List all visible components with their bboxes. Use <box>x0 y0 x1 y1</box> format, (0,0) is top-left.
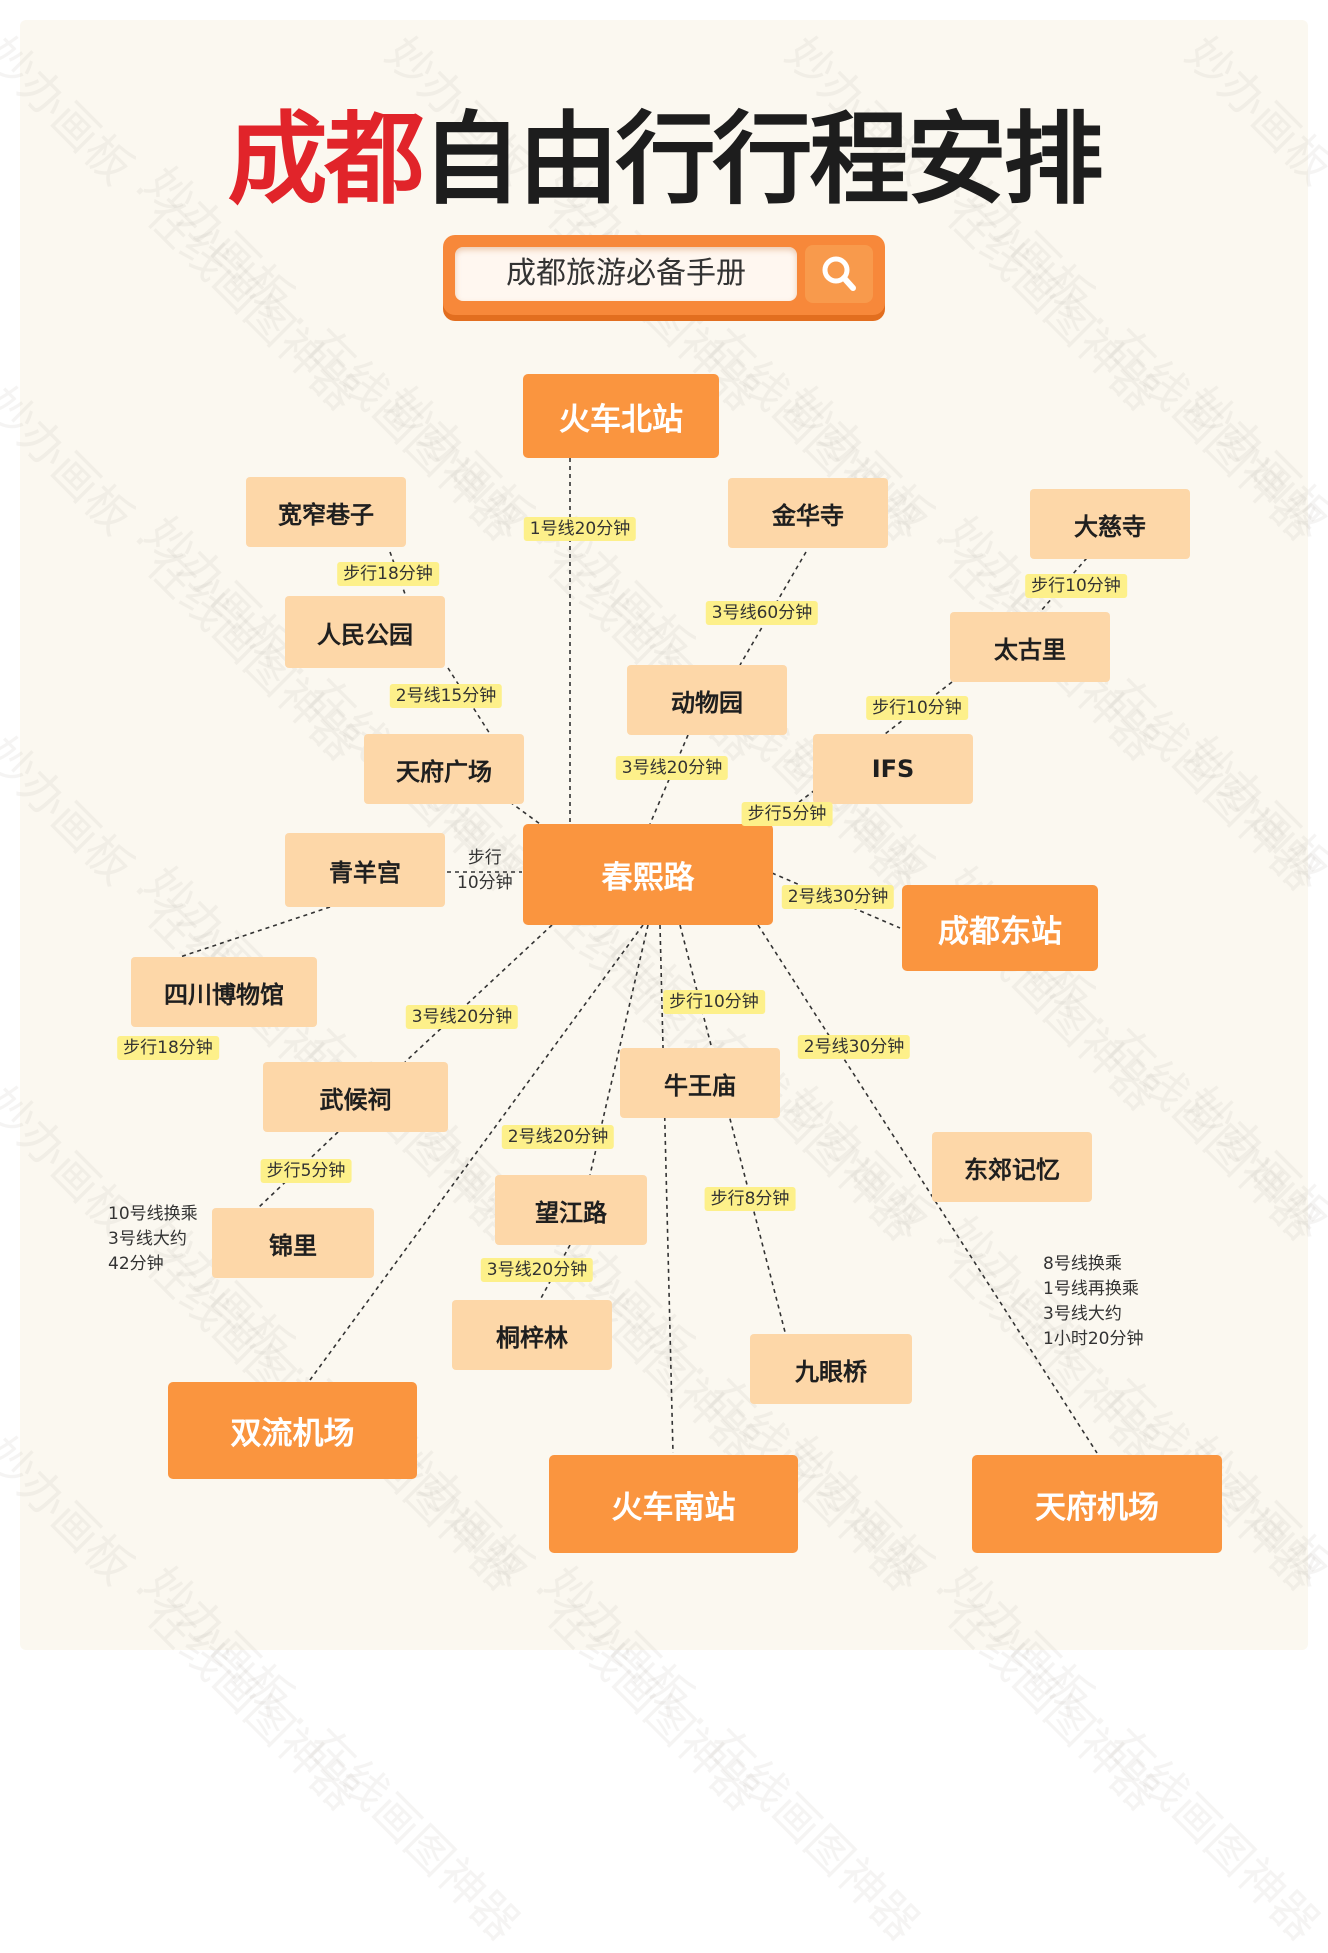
node-dongzhan: 成都东站 <box>902 885 1098 971</box>
node-tianfu-jichang: 天府机场 <box>972 1455 1222 1553</box>
node-dongjiao: 东郊记忆 <box>932 1132 1092 1202</box>
tag-route: 3号线20分钟 <box>405 1005 519 1029</box>
node-bowuguan: 四川博物馆 <box>131 957 317 1027</box>
node-dongwuyuan: 动物园 <box>627 665 787 735</box>
tag-route: 3号线60分钟 <box>705 601 819 625</box>
node-wuhou: 武候祠 <box>263 1062 448 1132</box>
link-chunxi-huochenan <box>659 924 674 1454</box>
note-qingyang-walk: 步行 10分钟 <box>457 848 513 893</box>
tag-route: 步行5分钟 <box>260 1159 352 1183</box>
search-bar[interactable]: 成都旅游必备手册 <box>443 235 885 315</box>
tag-route: 步行10分钟 <box>866 696 968 720</box>
tag-route: 步行5分钟 <box>741 802 833 826</box>
link-tianfu-chunxi <box>509 801 541 825</box>
link-wangjiang-tongzilin <box>539 1244 571 1301</box>
tag-route: 步行8分钟 <box>704 1187 796 1211</box>
node-jinli: 锦里 <box>212 1208 374 1278</box>
tag-route: 步行18分钟 <box>117 1036 219 1060</box>
title-main: 自由行行程安排 <box>421 101 1104 218</box>
note-tianfu-route: 8号线换乘 1号线再换乘 3号线大约 1小时20分钟 <box>1043 1254 1144 1349</box>
node-wangjiang: 望江路 <box>495 1175 647 1245</box>
link-chunxi-wuhou <box>404 924 553 1063</box>
link-chunxi-jiuyan <box>679 924 786 1333</box>
page-title: 成都自由行行程安排 <box>0 100 1328 220</box>
node-kuanzhai: 宽窄巷子 <box>246 477 406 547</box>
link-qingyang-bowuguan <box>179 906 331 958</box>
node-shuangliu: 双流机场 <box>168 1382 417 1479</box>
node-jinhua: 金华寺 <box>728 478 888 548</box>
node-huoche-nan: 火车南站 <box>549 1455 798 1553</box>
tag-route: 步行18分钟 <box>337 562 439 586</box>
link-renmin-tianfu <box>447 667 491 735</box>
link-chunxi-tianfujc <box>757 924 1098 1454</box>
link-wuhou-jinli <box>257 1131 339 1209</box>
node-taiguli: 太古里 <box>950 612 1110 682</box>
node-qingyang: 青羊宫 <box>285 833 445 907</box>
tag-route: 步行10分钟 <box>1025 574 1127 598</box>
title-city: 成都 <box>227 101 425 218</box>
node-tongzilin: 桐梓林 <box>452 1300 612 1370</box>
tag-route: 步行10分钟 <box>663 990 765 1014</box>
node-daci: 大慈寺 <box>1030 489 1190 559</box>
search-button[interactable] <box>805 245 873 303</box>
link-ifs-chunxi <box>769 789 816 825</box>
tag-route: 2号线20分钟 <box>501 1125 615 1149</box>
search-input[interactable]: 成都旅游必备手册 <box>455 247 797 301</box>
node-renmin: 人民公园 <box>285 596 445 668</box>
tag-route: 2号线15分钟 <box>389 684 503 708</box>
tag-route: 1号线20分钟 <box>523 517 637 541</box>
node-jiuyan: 九眼桥 <box>750 1334 912 1404</box>
tag-route: 3号线20分钟 <box>615 756 729 780</box>
magnifier-icon <box>822 256 856 291</box>
node-chunxi: 春熙路 <box>523 824 773 925</box>
tag-route: 2号线30分钟 <box>797 1035 911 1059</box>
link-chunxi-wangjiang <box>589 924 649 1176</box>
node-niuwang: 牛王庙 <box>620 1048 780 1118</box>
node-tianfu-guangchang: 天府广场 <box>364 734 524 804</box>
node-huoche-bei: 火车北站 <box>523 374 719 458</box>
tag-route: 2号线30分钟 <box>781 885 895 909</box>
note-jinli-route: 10号线换乘 3号线大约 42分钟 <box>108 1204 198 1274</box>
node-ifs: IFS <box>813 734 973 804</box>
link-chunxi-shuangliu <box>309 924 644 1381</box>
tag-route: 3号线20分钟 <box>480 1258 594 1282</box>
link-daci-taiguli <box>1039 551 1093 613</box>
